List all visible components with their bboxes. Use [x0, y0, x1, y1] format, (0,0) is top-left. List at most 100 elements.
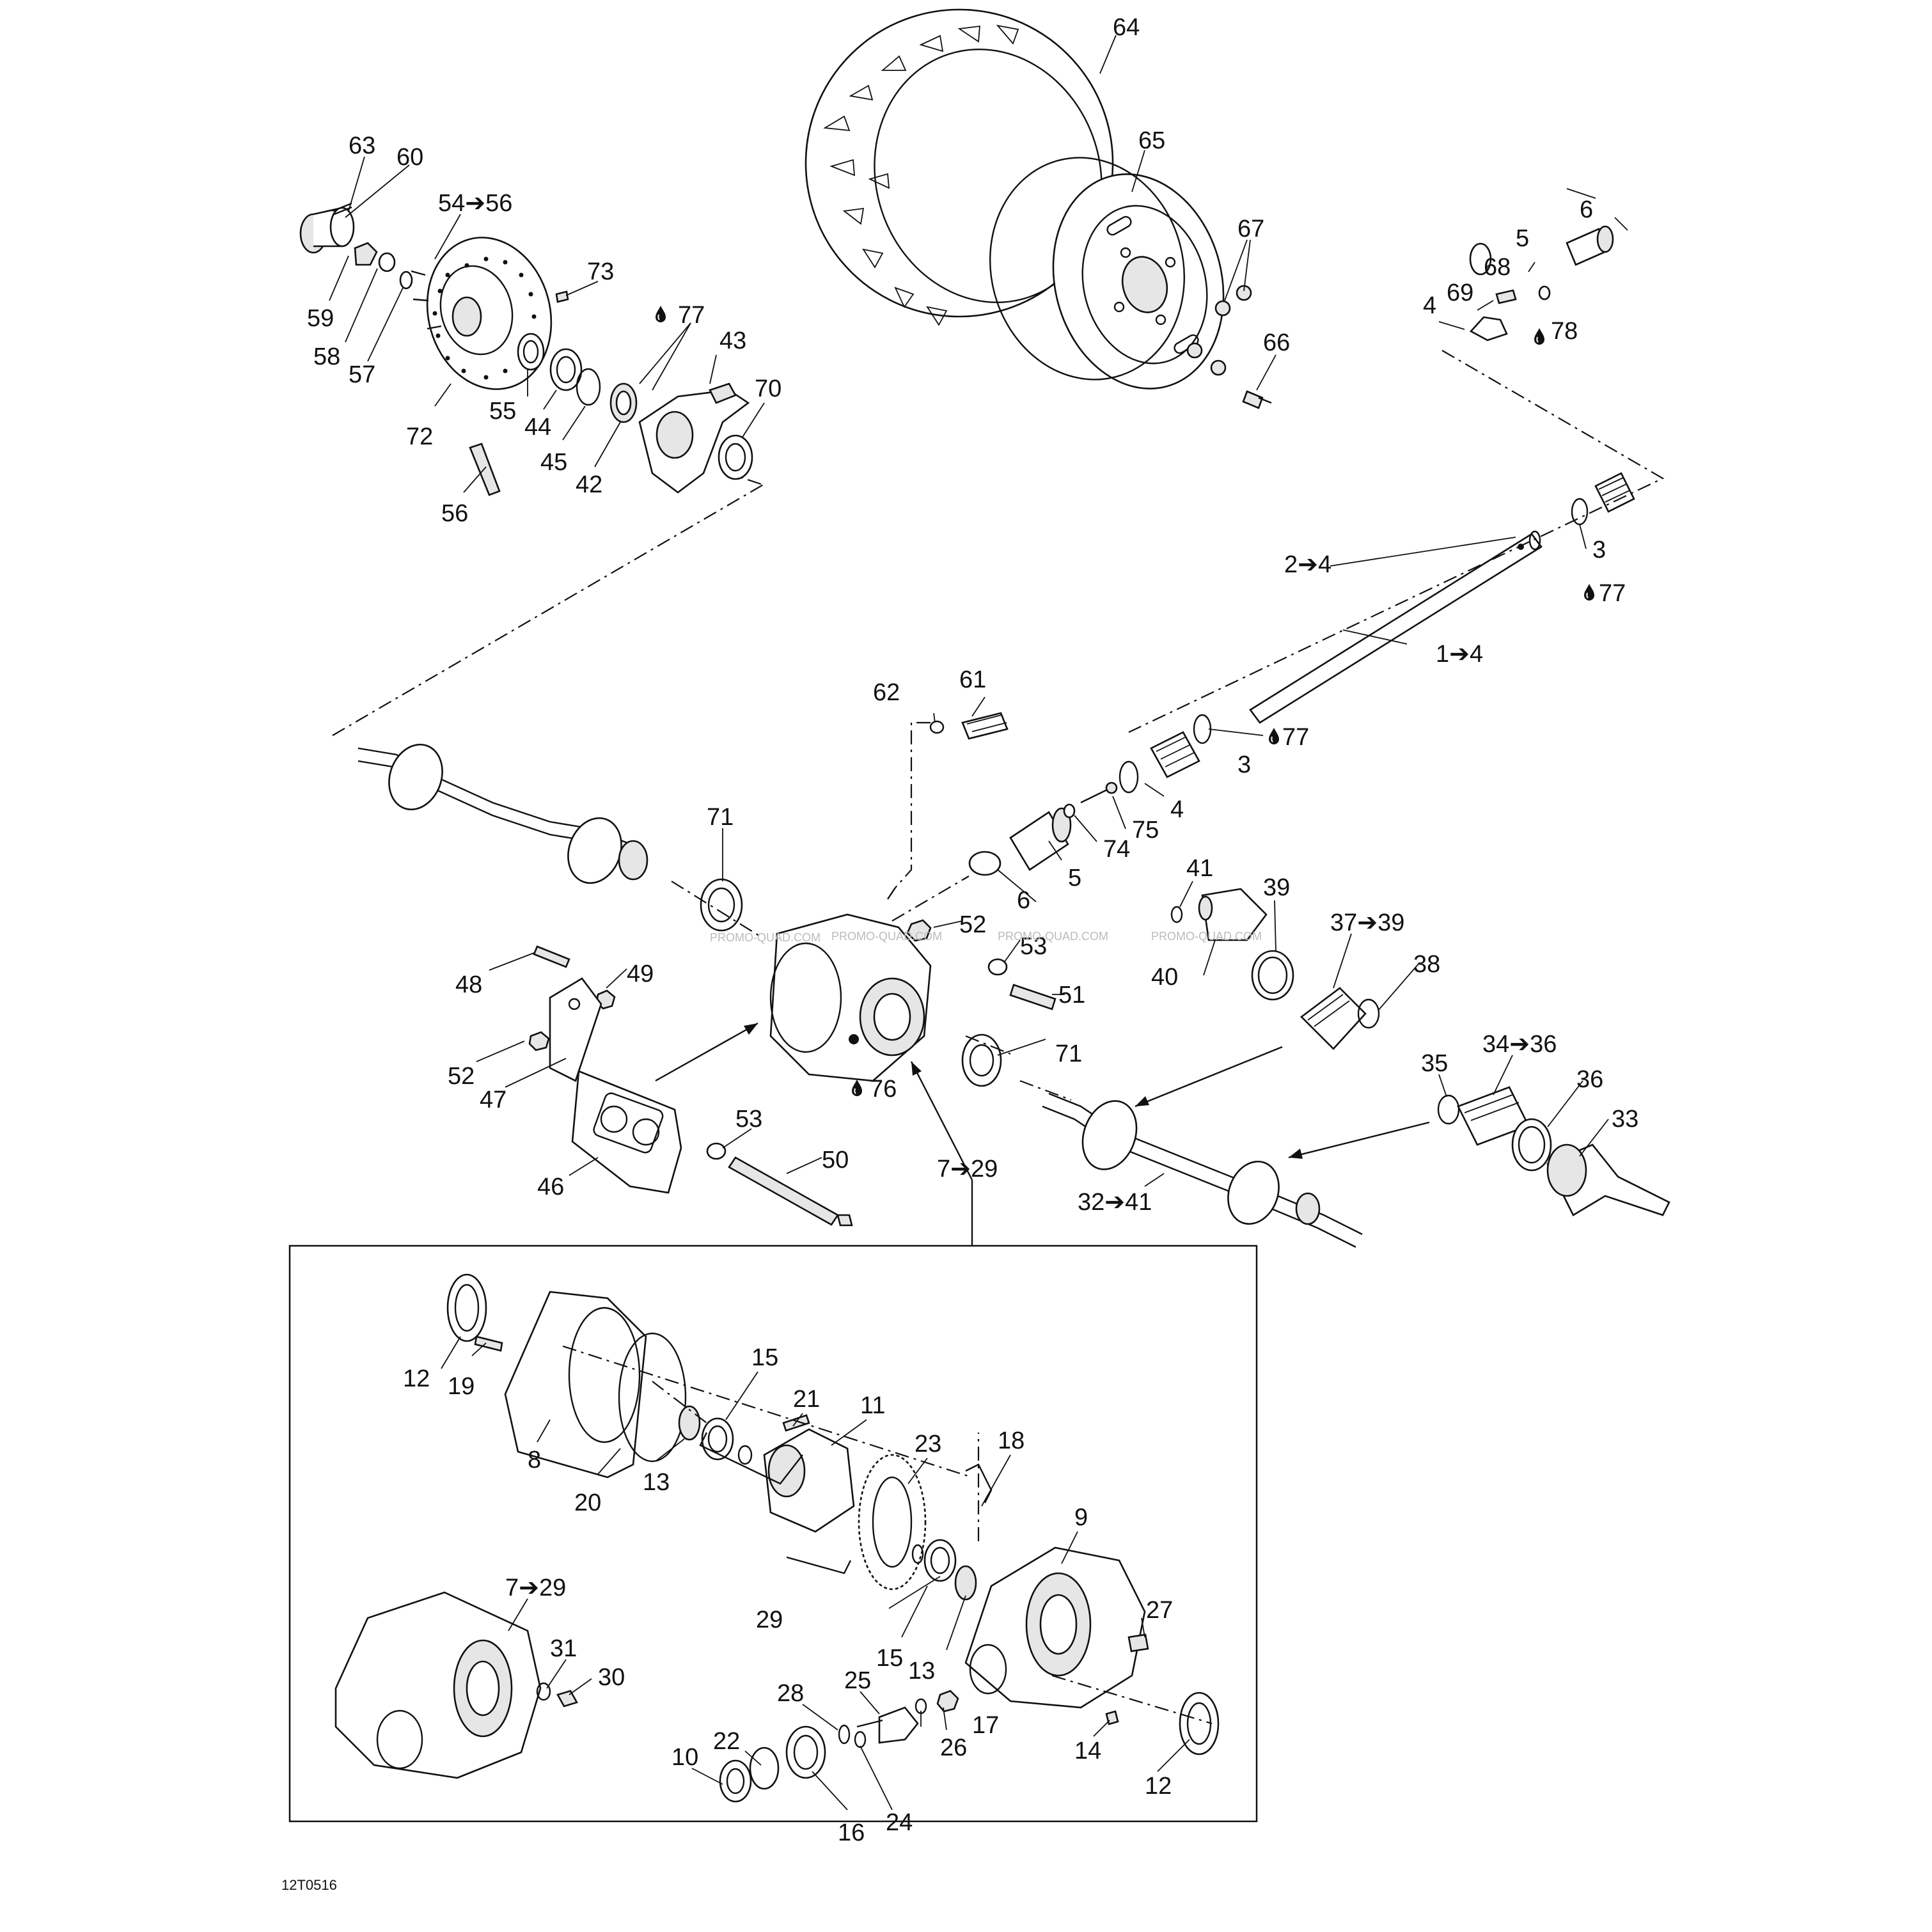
vent-hose	[887, 721, 931, 900]
callout-12-left: 12	[403, 1365, 430, 1392]
circlip-45	[576, 368, 601, 406]
svg-text:PROMO-QUAD.COM: PROMO-QUAD.COM	[710, 931, 821, 944]
callout-62: 62	[873, 679, 900, 706]
washer-58	[378, 252, 396, 272]
callout-58: 58	[313, 343, 340, 370]
brake-disc	[426, 237, 553, 390]
vent-clip	[929, 720, 945, 734]
callout-27: 27	[1146, 1597, 1173, 1624]
callout-71-lower: 71	[1055, 1041, 1082, 1067]
washer-53-upper	[987, 958, 1008, 976]
callout-52-upper: 52	[959, 911, 986, 938]
cotter-pin	[332, 202, 352, 216]
assembled-differential	[334, 1591, 542, 1779]
watermark: PROMO-QUAD.COM PROMO-QUAD.COM PROMO-QUAD…	[710, 930, 1262, 944]
callout-45: 45	[540, 449, 567, 476]
callout-15-lower: 15	[876, 1645, 903, 1672]
callout-26: 26	[940, 1734, 967, 1761]
castle-nut	[354, 242, 378, 266]
seal-12-left	[446, 1273, 487, 1342]
boot-37	[1300, 987, 1367, 1050]
callout-75: 75	[1132, 817, 1159, 844]
callout-53-upper: 53	[1020, 933, 1047, 960]
bearing-15-right	[923, 1539, 957, 1582]
callout-34-36: 34➔36	[1482, 1031, 1557, 1058]
rim	[989, 157, 1225, 389]
callout-68: 68	[1484, 254, 1511, 281]
hub-studs	[411, 270, 442, 330]
spacer-22	[749, 1747, 780, 1790]
callout-78: 78	[1551, 318, 1578, 345]
boot-upper	[1594, 472, 1635, 513]
seal-71-lower	[961, 1033, 1002, 1087]
callout-22: 22	[713, 1728, 740, 1755]
circlip-41	[1170, 906, 1183, 923]
callout-77-hub: 77	[678, 302, 705, 329]
band-36	[1511, 1118, 1552, 1172]
callout-8: 8	[528, 1447, 541, 1473]
sleeve-6	[968, 851, 1001, 876]
svg-text:PROMO-QUAD.COM: PROMO-QUAD.COM	[998, 930, 1108, 943]
shim	[737, 1445, 753, 1465]
screw-75	[1080, 781, 1118, 804]
upper-joint-group	[1469, 225, 1614, 342]
callout-2-4: 2➔4	[1284, 551, 1331, 578]
plug-30	[556, 1690, 578, 1708]
callout-36: 36	[1576, 1066, 1603, 1093]
right-drive-axle	[1042, 1092, 1363, 1248]
callout-6-upper: 6	[1580, 196, 1593, 223]
callout-33: 33	[1612, 1106, 1638, 1133]
o-ring-20	[618, 1332, 687, 1463]
callout-14: 14	[1074, 1738, 1101, 1764]
cv-joint-33	[1546, 1143, 1670, 1216]
callout-40: 40	[1151, 964, 1178, 991]
callout-4-mid: 4	[1170, 796, 1184, 823]
seal-71-upper	[700, 878, 743, 932]
callout-44: 44	[524, 414, 551, 441]
pinion-25	[856, 1706, 919, 1744]
svg-text:PROMO-QUAD.COM: PROMO-QUAD.COM	[831, 930, 942, 943]
callout-20: 20	[574, 1489, 601, 1516]
bolt-56	[469, 443, 501, 496]
wheel-stud	[1242, 390, 1272, 409]
callout-42: 42	[576, 471, 602, 498]
callout-57: 57	[349, 361, 375, 388]
bearing-16	[785, 1725, 826, 1779]
nut-52-lower	[528, 1031, 550, 1051]
callout-73: 73	[587, 258, 614, 285]
callout-30: 30	[598, 1664, 625, 1691]
callout-6-mid: 6	[1017, 887, 1030, 914]
callout-11: 11	[860, 1392, 885, 1419]
callout-13-right: 13	[908, 1658, 935, 1685]
long-bolt-50	[728, 1156, 853, 1227]
callout-49: 49	[627, 961, 654, 987]
housing-8	[504, 1291, 647, 1479]
coupler-5	[1009, 807, 1072, 871]
callout-38: 38	[1413, 951, 1440, 978]
callout-43: 43	[719, 327, 746, 354]
callout-7-29-lower: 7➔29	[505, 1575, 566, 1601]
clamp-38	[1357, 998, 1380, 1029]
bolt-48	[533, 945, 570, 968]
seal-55	[517, 333, 545, 371]
callout-55: 55	[489, 398, 516, 425]
callout-24: 24	[886, 1809, 913, 1836]
callout-35: 35	[1421, 1050, 1448, 1077]
callout-5-upper: 5	[1516, 225, 1529, 252]
callout-52-lower: 52	[448, 1063, 475, 1090]
callout-39: 39	[1263, 874, 1290, 901]
hub-cap	[299, 207, 355, 254]
callout-67: 67	[1237, 216, 1264, 242]
vent-tube	[961, 712, 1009, 740]
vent-fitting-18	[965, 1463, 993, 1504]
callout-37-39: 37➔39	[1330, 909, 1404, 936]
callout-9: 9	[1074, 1504, 1088, 1531]
bracket-47	[549, 977, 602, 1082]
knuckle	[638, 382, 750, 494]
callout-46: 46	[537, 1174, 564, 1200]
callout-25: 25	[844, 1667, 871, 1694]
callout-71-upper: 71	[707, 804, 734, 831]
callout-32-41: 32➔41	[1078, 1189, 1152, 1216]
wheel-nuts	[1186, 285, 1252, 376]
callout-29: 29	[756, 1606, 783, 1633]
